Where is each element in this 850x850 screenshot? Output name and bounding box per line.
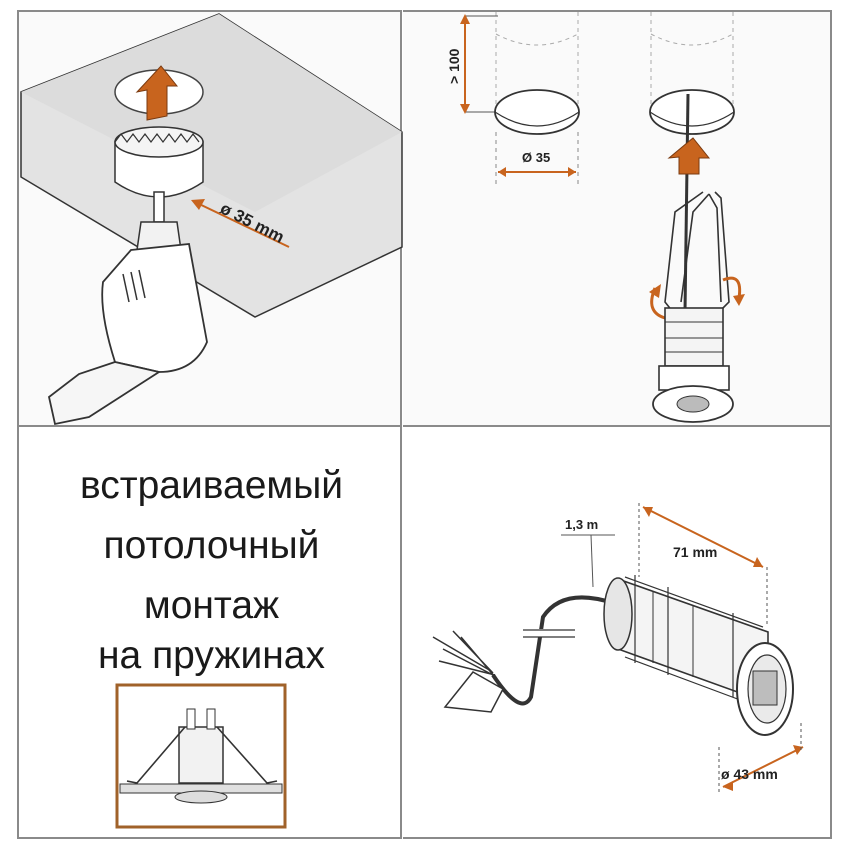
dimension-arrow-icon	[191, 199, 205, 210]
drill-handle	[47, 361, 162, 426]
up-arrow	[135, 65, 179, 121]
cable-with-break	[491, 595, 614, 706]
inset-fixture	[178, 726, 224, 784]
spring-right	[714, 191, 730, 313]
insertion-illustration: > 100 Ø 35	[446, 12, 745, 423]
caption-line-2: потолочный	[103, 524, 320, 567]
spring-left	[664, 191, 704, 313]
dimensions-panel: 1,3 m 71 mm ø 43 mm	[403, 427, 832, 839]
spring-mount-inset	[115, 683, 287, 829]
caption-line-3: монтаж	[143, 584, 280, 627]
rotate-left-icon	[649, 284, 661, 298]
clearance-label: > 100	[446, 48, 462, 84]
inset-spring-right	[216, 726, 278, 784]
wires	[432, 630, 496, 678]
rotate-right-icon	[733, 294, 745, 306]
caption-line-4: на пружинах	[98, 634, 325, 677]
sensor-window	[752, 670, 778, 706]
spring-cage	[624, 575, 764, 708]
hole-left	[494, 89, 580, 135]
dimensions-illustration: 1,3 m 71 mm ø 43 mm	[432, 503, 804, 793]
caption-line-1: встраиваемый	[79, 464, 344, 507]
caption-panel: встраиваемый потолочный монтаж на пружин…	[17, 427, 402, 839]
drilling-panel: ø 35 mm	[17, 10, 403, 427]
inset-spring-left	[126, 726, 186, 784]
drill-body	[101, 243, 208, 373]
drilling-illustration: ø 35 mm	[20, 13, 403, 426]
insert-arrow	[667, 137, 711, 175]
fixture-body	[664, 307, 724, 367]
sensor-lens	[676, 395, 710, 413]
cable-length-label: 1,3 m	[565, 517, 598, 532]
insertion-panel: > 100 Ø 35	[403, 10, 832, 427]
body-length-label: 71 mm	[673, 544, 717, 560]
hole-right	[649, 89, 735, 135]
hole-diameter-label: Ø 35	[522, 150, 550, 165]
front-diameter-label: ø 43 mm	[721, 766, 778, 782]
